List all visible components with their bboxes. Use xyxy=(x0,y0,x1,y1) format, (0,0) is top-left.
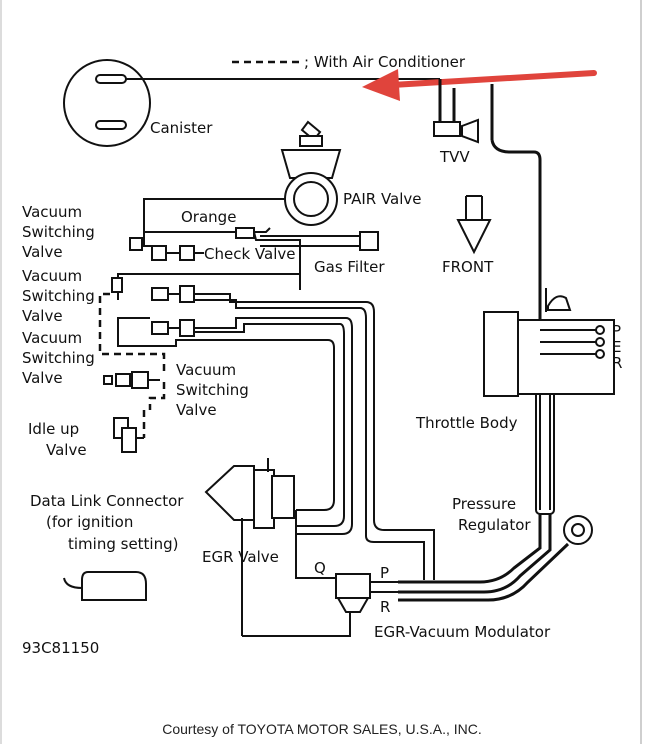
svg-text:(for ignition: (for ignition xyxy=(46,513,133,531)
svg-text:Switching: Switching xyxy=(22,349,95,367)
pair-valve xyxy=(280,120,342,226)
svg-text:Vacuum: Vacuum xyxy=(176,361,236,379)
svg-text:Valve: Valve xyxy=(22,243,63,261)
svg-text:Switching: Switching xyxy=(22,287,95,305)
gas-filter-label: Gas Filter xyxy=(314,258,385,276)
modulator-port-r-label: R xyxy=(380,598,390,616)
throttle-body xyxy=(483,288,615,397)
vacuum-switching-valve-4 xyxy=(103,371,160,389)
svg-text:Switching: Switching xyxy=(22,223,95,241)
check-valve-label: Check Valve xyxy=(204,245,295,263)
legend-text: ; With Air Conditioner xyxy=(304,53,466,71)
vsv3-label: Vacuum Switching Valve xyxy=(22,329,95,387)
vacuum-switching-valve-3 xyxy=(117,317,195,340)
svg-text:Pressure: Pressure xyxy=(452,495,516,513)
vacuum-switching-valve-2 xyxy=(111,273,301,303)
pressure-regulator xyxy=(563,515,593,545)
svg-text:Regulator: Regulator xyxy=(458,516,531,534)
port-q-label: Q xyxy=(314,559,326,577)
data-link-connector-label: Data Link Connector (for ignition timing… xyxy=(30,492,184,553)
svg-text:Vacuum: Vacuum xyxy=(22,329,82,347)
vacuum-switching-valve-1 xyxy=(129,237,204,261)
pair-valve-label: PAIR Valve xyxy=(343,190,422,208)
egr-valve xyxy=(204,458,351,637)
svg-text:Vacuum: Vacuum xyxy=(22,267,82,285)
svg-text:Valve: Valve xyxy=(176,401,217,419)
front-arrow-icon xyxy=(456,195,492,255)
idle-up-valve xyxy=(113,410,146,453)
modulator-port-p-label: P xyxy=(380,564,389,582)
svg-text:Data Link Connector: Data Link Connector xyxy=(30,492,184,510)
ac-dashed-hoses xyxy=(98,292,166,410)
credit-text: Courtesy of TOYOTA MOTOR SALES, U.S.A., … xyxy=(162,721,482,737)
vsv1-label: Vacuum Switching Valve xyxy=(22,203,95,261)
svg-text:Valve: Valve xyxy=(22,307,63,325)
canister-label: Canister xyxy=(150,119,213,137)
pair-hoses xyxy=(143,198,379,290)
port-p-label: P xyxy=(612,322,621,340)
svg-text:Switching: Switching xyxy=(176,381,249,399)
egr-vacuum-modulator xyxy=(295,510,398,613)
throttle-body-label: Throttle Body xyxy=(415,414,518,432)
pressure-regulator-label: Pressure Regulator xyxy=(452,495,531,534)
svg-text:Idle up: Idle up xyxy=(28,420,79,438)
orange-label: Orange xyxy=(181,208,236,226)
egr-valve-label: EGR Valve xyxy=(202,548,279,566)
port-e-label: E xyxy=(612,338,621,356)
idle-up-valve-label: Idle up Valve xyxy=(28,420,87,459)
svg-text:Valve: Valve xyxy=(46,441,87,459)
vsv-hoses xyxy=(117,293,435,580)
egr-vacuum-modulator-label: EGR-Vacuum Modulator xyxy=(374,623,551,641)
vsv4-label: Vacuum Switching Valve xyxy=(176,361,249,419)
throttle-body-hoses xyxy=(398,383,570,602)
tvv-label: TVV xyxy=(439,148,470,166)
canister xyxy=(63,59,440,147)
vsv2-label: Vacuum Switching Valve xyxy=(22,267,95,325)
figure-code: 93C81150 xyxy=(22,639,99,657)
data-link-connector xyxy=(63,571,147,601)
tvv-valve xyxy=(433,79,542,330)
port-r-label: R xyxy=(612,354,622,372)
svg-text:Vacuum: Vacuum xyxy=(22,203,82,221)
svg-text:timing setting): timing setting) xyxy=(68,535,178,553)
front-label: FRONT xyxy=(442,258,494,276)
red-arrow-annotation xyxy=(362,69,597,101)
svg-text:Valve: Valve xyxy=(22,369,63,387)
